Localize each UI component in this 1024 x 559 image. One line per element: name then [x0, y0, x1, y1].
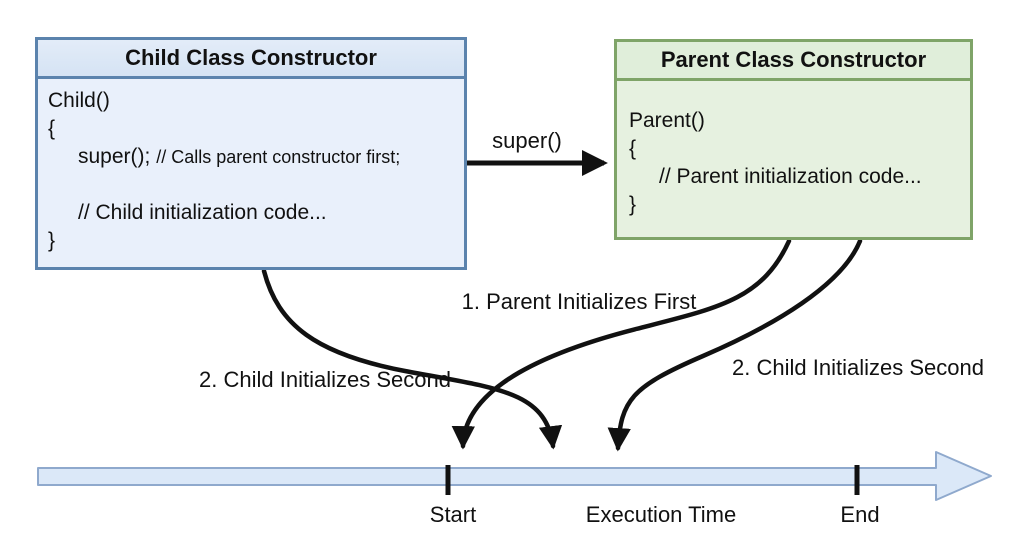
timeline-axis-label: Execution Time: [585, 502, 737, 527]
parent-box-code: Parent() { // Parent initialization code…: [617, 81, 970, 245]
child-constructor-box: Child Class Constructor Child() { super(…: [35, 37, 467, 270]
parent-constructor-box: Parent Class Constructor Parent() { // P…: [614, 39, 973, 240]
parent-box-title: Parent Class Constructor: [617, 42, 970, 81]
parent-initializes-first-label: 1. Parent Initializes First: [461, 289, 697, 314]
child-init-flow-arrow-right: [607, 238, 863, 452]
parent-init-flow-arrow: [451, 238, 792, 450]
code-line: }: [629, 193, 637, 216]
code-line-blank: [48, 171, 454, 199]
code-line: {: [48, 117, 56, 140]
child-box-code: Child() { super(); // Calls parent const…: [38, 79, 464, 263]
super-call-comment: // Calls parent constructor first;: [156, 147, 401, 167]
code-line: Child(): [48, 89, 110, 112]
code-line: // Child initialization code...: [78, 201, 327, 224]
child-initializes-second-left-label: 2. Child Initializes Second: [199, 367, 451, 392]
code-line: Parent(): [629, 109, 705, 132]
timeline-end-label: End: [840, 502, 880, 527]
code-line: {: [629, 137, 637, 160]
super-call-arrow-label: super(): [492, 128, 562, 153]
code-line: // Parent initialization code...: [659, 165, 922, 188]
child-init-flow-arrow: [261, 268, 563, 450]
timeline-start-label: Start: [429, 502, 477, 527]
code-line: super(); // Calls parent constructor fir…: [48, 143, 454, 171]
code-line: }: [48, 229, 56, 252]
super-call-text: super();: [78, 145, 151, 168]
timeline-bar: [37, 451, 992, 501]
child-initializes-second-right-label: 2. Child Initializes Second: [732, 355, 984, 380]
child-box-title: Child Class Constructor: [38, 40, 464, 79]
